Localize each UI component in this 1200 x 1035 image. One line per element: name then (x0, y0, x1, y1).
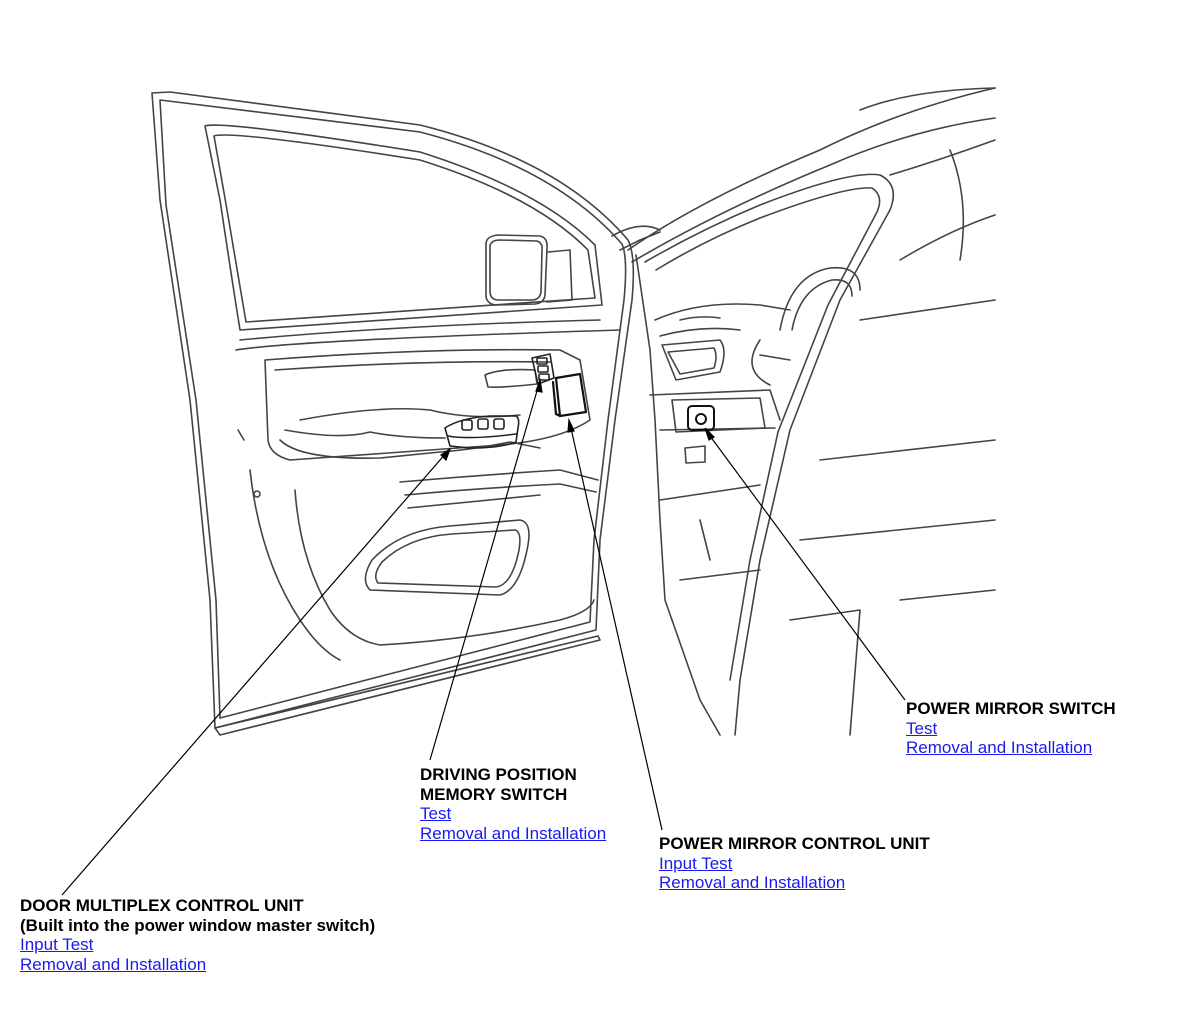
leader-memory-switch (429, 377, 543, 761)
door-illustration (151, 91, 635, 736)
memory-switch-test-link[interactable]: Test (420, 804, 452, 823)
callout-door-multiplex-control-unit: DOOR MULTIPLEX CONTROL UNIT (Built into … (20, 896, 375, 974)
power-mirror-switch-title: POWER MIRROR SWITCH (906, 699, 1116, 718)
mirror-control-unit-part (551, 372, 588, 418)
mirror-control-unit-input-test-link[interactable]: Input Test (659, 853, 733, 873)
mirror-switch-part (687, 405, 715, 431)
memory-switch-title-line1: DRIVING POSITION (420, 765, 577, 784)
vehicle-body-illustration (611, 87, 996, 736)
callout-power-mirror-control-unit: POWER MIRROR CONTROL UNIT Input Test Rem… (659, 834, 930, 893)
memory-switch-removal-link[interactable]: Removal and Installation (420, 823, 607, 843)
leader-door-unit (61, 447, 452, 896)
power-mirror-switch-removal-link[interactable]: Removal and Installation (906, 738, 1093, 757)
power-mirror-switch-test-link[interactable]: Test (906, 718, 938, 738)
power-window-master-switch (444, 415, 520, 449)
callout-driving-position-memory-switch: DRIVING POSITION MEMORY SWITCH Test Remo… (420, 765, 606, 843)
leader-mirror-unit (567, 417, 663, 831)
leader-mirror-switch (704, 427, 906, 701)
mirror-control-unit-removal-link[interactable]: Removal and Installation (659, 873, 846, 892)
mirror-control-unit-title: POWER MIRROR CONTROL UNIT (659, 834, 930, 853)
callout-power-mirror-switch: POWER MIRROR SWITCH Test Removal and Ins… (906, 699, 1116, 758)
door-multiplex-title: DOOR MULTIPLEX CONTROL UNIT (20, 896, 304, 915)
door-multiplex-subtitle: (Built into the power window master swit… (20, 915, 376, 935)
door-multiplex-input-test-link[interactable]: Input Test (20, 935, 94, 954)
memory-switch-part (531, 353, 555, 385)
door-multiplex-removal-link[interactable]: Removal and Installation (20, 954, 207, 974)
memory-switch-title-line2: MEMORY SWITCH (420, 784, 568, 804)
